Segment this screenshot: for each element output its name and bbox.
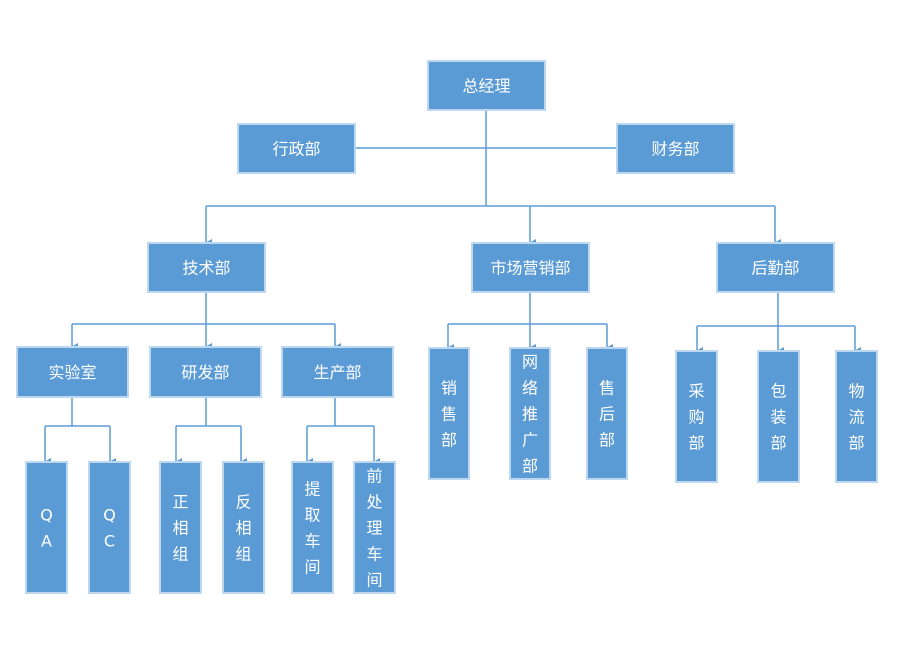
node-sales: 销售部 <box>428 347 470 480</box>
node-label: 总经理 <box>462 77 510 96</box>
node-online: 网络推广部 <box>509 347 551 480</box>
node-box <box>16 346 129 398</box>
node-label: 市场营销部 <box>490 259 570 278</box>
node-box <box>159 461 202 594</box>
node-aftersales: 售后部 <box>586 347 628 480</box>
node-box <box>25 461 68 594</box>
node-label: 网络推广部 <box>522 353 538 476</box>
node-box <box>147 242 266 293</box>
node-lab: 实验室 <box>16 346 129 398</box>
node-label: 物流部 <box>848 382 864 453</box>
node-production: 生产部 <box>281 346 394 398</box>
node-label: 反相组 <box>235 493 251 564</box>
node-logistics: 后勤部 <box>716 242 835 293</box>
node-rnd: 研发部 <box>149 346 262 398</box>
node-box <box>675 350 718 483</box>
node-admin: 行政部 <box>237 123 356 174</box>
node-ceo: 总经理 <box>427 60 546 111</box>
node-purchasing: 采购部 <box>675 350 718 483</box>
node-label: 采购部 <box>688 382 704 453</box>
node-box <box>716 242 835 293</box>
node-label: 包装部 <box>770 382 786 453</box>
node-label: 提取车间 <box>304 480 320 577</box>
node-label: 后勤部 <box>751 259 799 278</box>
node-box <box>291 461 334 594</box>
node-box <box>757 350 800 483</box>
node-box <box>222 461 265 594</box>
node-box <box>149 346 262 398</box>
connectors <box>44 110 861 466</box>
node-materialflow: 物流部 <box>835 350 878 483</box>
node-label: 销售部 <box>441 379 457 450</box>
node-label: 前处理车间 <box>366 467 382 590</box>
node-label: 财务部 <box>651 140 699 159</box>
node-preprocess: 前处理车间 <box>353 461 396 594</box>
node-label: 正相组 <box>172 493 188 564</box>
node-packaging: 包装部 <box>757 350 800 483</box>
node-tech: 技术部 <box>147 242 266 293</box>
node-label: 研发部 <box>181 363 229 382</box>
node-box <box>616 123 735 174</box>
node-label: 售后部 <box>599 379 615 450</box>
node-box <box>353 461 396 594</box>
node-box <box>471 242 590 293</box>
node-finance: 财务部 <box>616 123 735 174</box>
node-marketing: 市场营销部 <box>471 242 590 293</box>
node-label: 行政部 <box>272 140 320 159</box>
node-box <box>509 347 551 480</box>
node-box <box>428 347 470 480</box>
node-box <box>427 60 546 111</box>
node-reverse: 反相组 <box>222 461 265 594</box>
node-box <box>281 346 394 398</box>
node-box <box>835 350 878 483</box>
node-label: 生产部 <box>313 363 361 382</box>
node-label: 技术部 <box>182 259 230 278</box>
node-box <box>237 123 356 174</box>
node-label: 实验室 <box>48 363 96 382</box>
node-box <box>586 347 628 480</box>
node-forward: 正相组 <box>159 461 202 594</box>
node-box <box>88 461 131 594</box>
node-extraction: 提取车间 <box>291 461 334 594</box>
